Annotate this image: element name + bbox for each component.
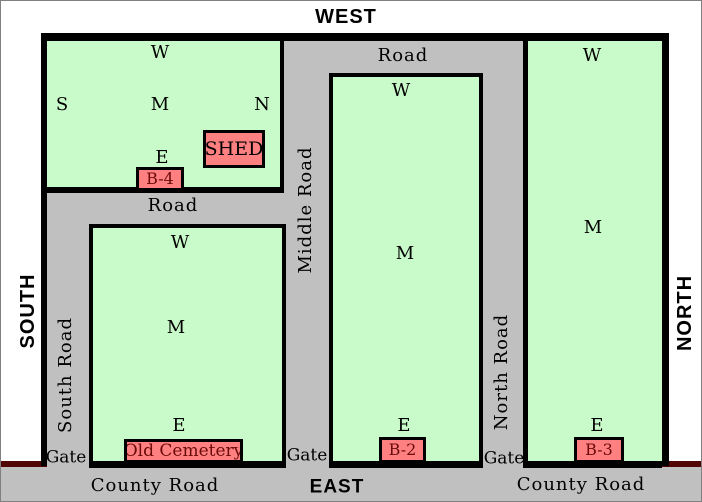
building-b2: B-2: [379, 437, 426, 463]
center-marker-e: E: [397, 415, 411, 436]
south-gate-label: Gate: [45, 447, 87, 468]
compass-west-label: WEST: [315, 6, 377, 28]
ne-marker-w: W: [582, 45, 602, 66]
old-cemetery-label: Old Cemetery: [124, 440, 243, 461]
ne-marker-m: M: [583, 217, 603, 238]
north-gate-label: Gate: [483, 448, 525, 469]
top-road-label: Road: [377, 45, 429, 66]
nw-marker-w: W: [150, 42, 170, 63]
b4-label: B-4: [146, 169, 174, 188]
shed-building: SHED: [203, 130, 265, 168]
compass-south-label: SOUTH: [17, 273, 39, 349]
ne-marker-e: E: [590, 415, 604, 436]
b2-label: B-2: [388, 440, 417, 459]
county-road-label-left: County Road: [90, 475, 220, 496]
compass-north-label: NORTH: [674, 274, 696, 352]
section-old-cemetery: [89, 224, 286, 468]
nw-marker-e: E: [155, 147, 169, 168]
oldcem-marker-w: W: [170, 232, 190, 253]
middle-road-label: Middle Road: [295, 146, 316, 274]
south-road-label: South Road: [55, 317, 76, 433]
perimeter-wall-top: [41, 33, 669, 41]
west-road-label: Road: [147, 195, 199, 216]
building-b3: B-3: [574, 437, 624, 463]
shed-label: SHED: [204, 137, 264, 160]
perimeter-wall-right: [662, 33, 669, 466]
section-center: [329, 73, 483, 468]
compass-east-label: EAST: [309, 476, 365, 498]
section-northeast: [523, 41, 662, 468]
oldcem-marker-m: M: [166, 317, 186, 338]
center-marker-m: M: [395, 243, 415, 264]
center-marker-w: W: [391, 80, 411, 101]
nw-marker-m: M: [150, 94, 170, 115]
building-b4: B-4: [136, 167, 184, 191]
building-old-cemetery: Old Cemetery: [124, 439, 243, 463]
county-road-surface: [1, 467, 701, 501]
north-road-label: North Road: [491, 313, 512, 431]
nw-marker-s: S: [55, 94, 69, 115]
perimeter-wall-left: [41, 33, 47, 466]
nw-marker-n: N: [254, 94, 270, 115]
middle-gate-label: Gate: [286, 445, 328, 466]
county-road-label-right: County Road: [516, 474, 646, 495]
oldcem-marker-e: E: [172, 415, 186, 436]
b3-label: B-3: [585, 440, 613, 459]
